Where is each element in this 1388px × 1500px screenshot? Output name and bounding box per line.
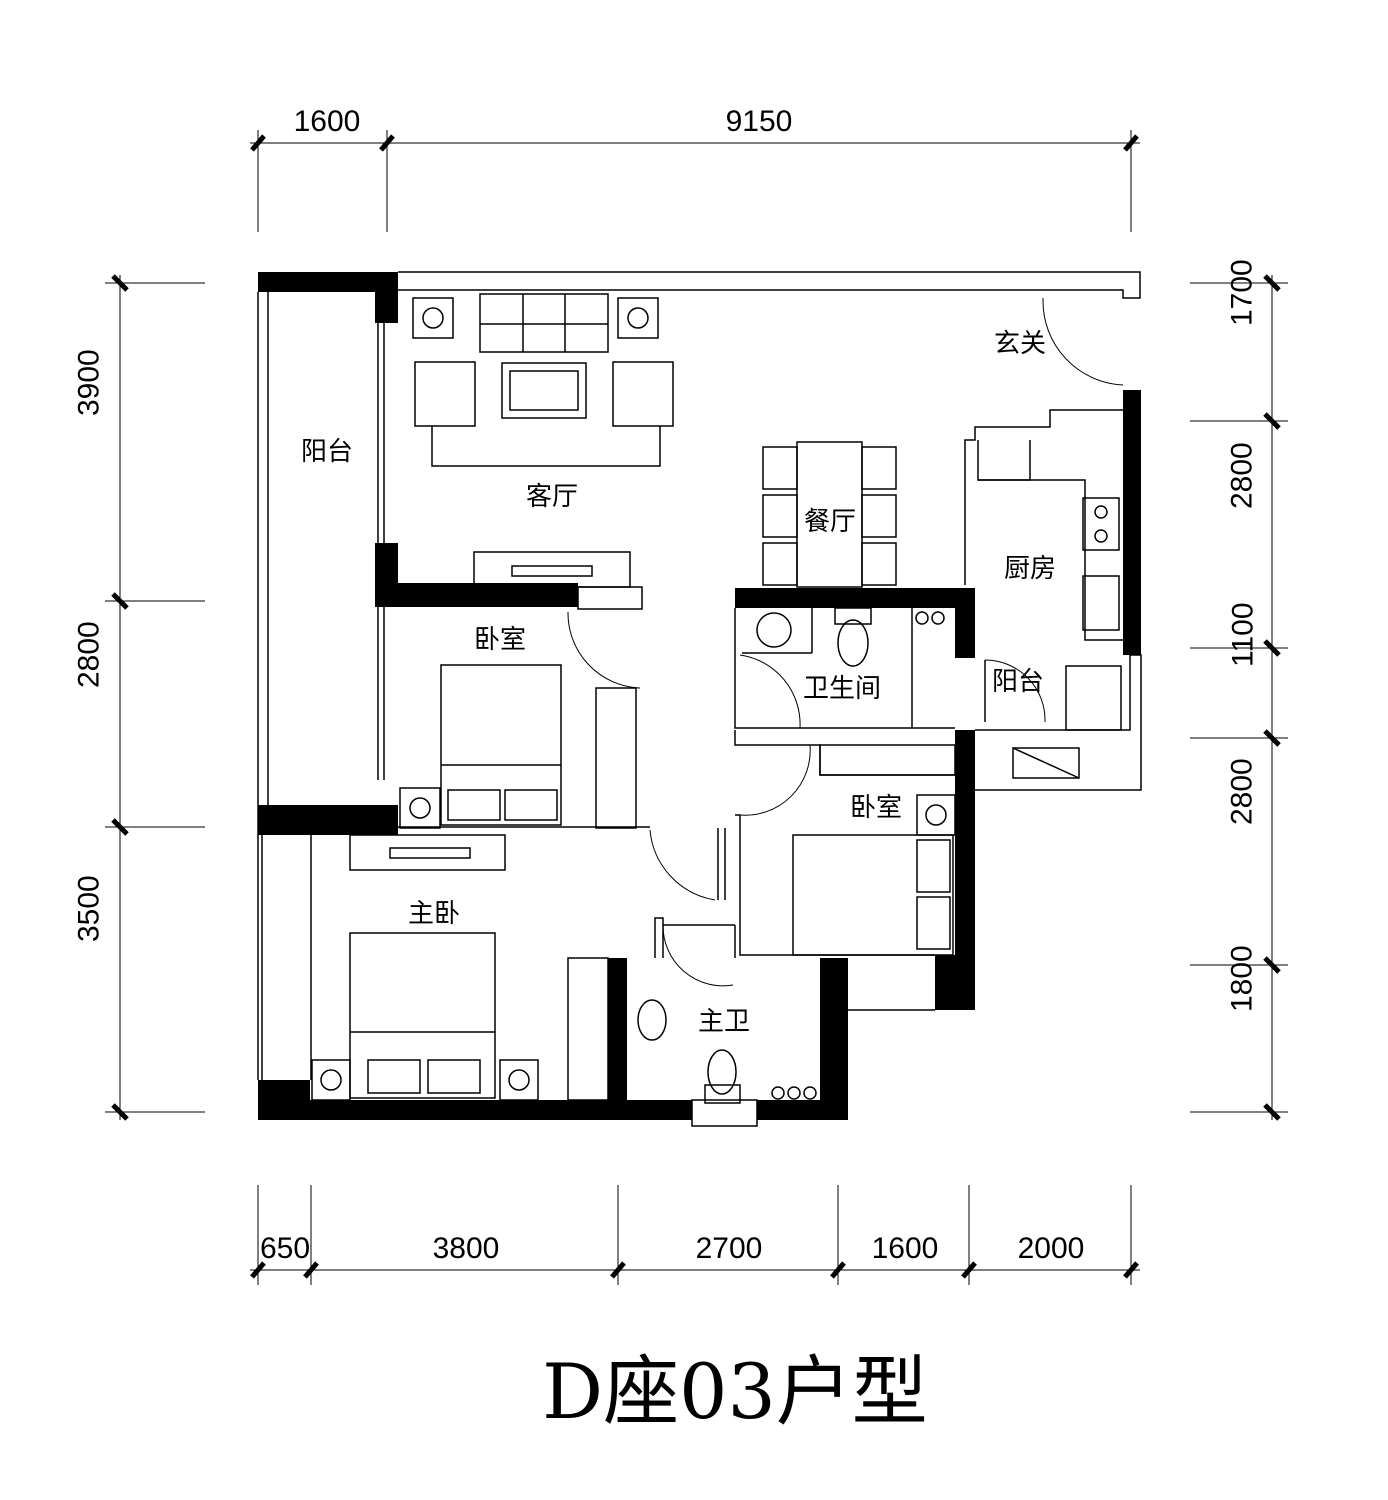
label-entrance: 玄关 — [994, 329, 1046, 359]
dim-bottom-1: 650 — [260, 1232, 310, 1265]
dimension-left: 3900 2800 3500 — [73, 274, 205, 1121]
plan-title: D座03户型 — [542, 1347, 928, 1436]
label-balcony-west: 阳台 — [301, 437, 353, 467]
dim-bottom-4: 1600 — [872, 1232, 939, 1265]
dim-left-1: 3900 — [73, 349, 106, 416]
dim-bottom-2: 3800 — [433, 1232, 500, 1265]
label-bedroom-2: 卧室 — [850, 793, 902, 823]
label-kitchen: 厨房 — [1004, 554, 1056, 584]
dim-left-3: 3500 — [73, 875, 106, 942]
dim-right-5: 1800 — [1226, 945, 1259, 1012]
label-bathroom: 卫生间 — [803, 674, 881, 704]
dim-bottom-3: 2700 — [696, 1232, 763, 1265]
dim-right-1: 1700 — [1226, 259, 1259, 326]
walls — [258, 272, 1141, 1120]
dimension-bottom: 650 3800 2700 1600 2000 — [250, 1185, 1140, 1285]
label-living-room: 客厅 — [526, 482, 578, 512]
dim-top-2: 9150 — [726, 105, 793, 138]
label-master-bath: 主卫 — [698, 1007, 750, 1037]
label-dining-room: 餐厅 — [804, 507, 856, 537]
label-bedroom-1: 卧室 — [474, 625, 526, 655]
room-labels: 阳台 客厅 玄关 餐厅 厨房 卫生间 阳台 卧室 卧室 主卧 主卫 — [301, 329, 1056, 1037]
dim-left-2: 2800 — [73, 621, 106, 688]
label-master-bedroom: 主卧 — [408, 899, 460, 929]
dimension-right: 1700 2800 1100 2800 1800 — [1190, 259, 1288, 1121]
outlines — [257, 271, 1142, 1127]
label-balcony-kitchen: 阳台 — [992, 667, 1044, 697]
dim-bottom-5: 2000 — [1018, 1232, 1085, 1265]
dimension-top: 1600 9150 — [250, 105, 1140, 232]
dim-right-2: 2800 — [1226, 442, 1259, 509]
dim-right-4: 2800 — [1226, 758, 1259, 825]
dim-top-1: 1600 — [294, 105, 361, 138]
dim-right-3: 1100 — [1227, 602, 1260, 667]
